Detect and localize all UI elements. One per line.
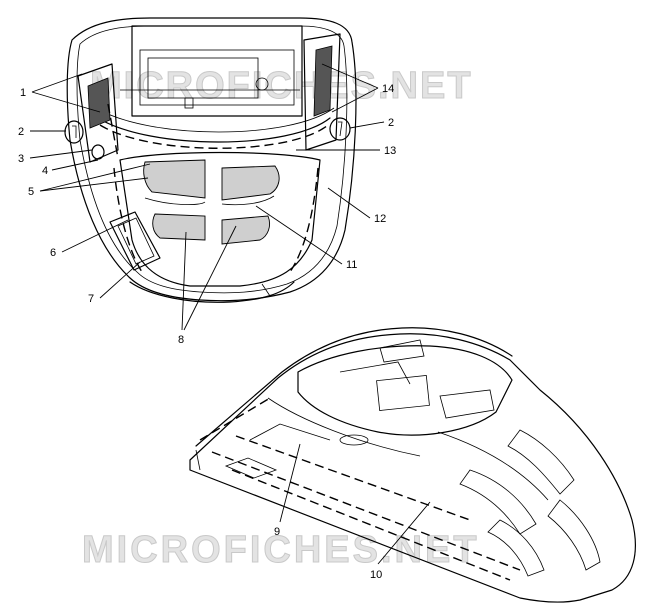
hood-front-view <box>64 17 357 303</box>
watermark-top: MICROFICHES.NET <box>90 65 473 107</box>
callout-11: 11 <box>346 259 357 271</box>
lower-right-vent-decal <box>221 215 271 245</box>
callout-6: 6 <box>50 247 56 259</box>
callout-4: 4 <box>42 165 48 177</box>
callout-14: 14 <box>382 83 394 95</box>
callout-12: 12 <box>374 213 386 225</box>
callout-9: 9 <box>274 526 280 538</box>
callout-7: 7 <box>88 293 94 305</box>
callout-8: 8 <box>178 334 184 346</box>
upper-left-vent-decal <box>143 159 206 199</box>
callout-5: 5 <box>28 186 34 198</box>
callout-1: 1 <box>20 87 26 99</box>
lower-left-vent-decal <box>152 213 206 241</box>
leader-lines <box>29 63 431 565</box>
hood-perspective-view <box>189 327 636 603</box>
callout-13: 13 <box>384 145 396 157</box>
callout-2-right: 2 <box>388 117 394 129</box>
callout-labels: 1 2 3 4 5 6 7 8 9 10 11 12 13 14 2 <box>18 83 396 581</box>
callout-3: 3 <box>18 153 24 165</box>
callout-2-left: 2 <box>18 126 24 138</box>
callout-10: 10 <box>370 569 382 581</box>
upper-right-vent-decal <box>221 165 280 201</box>
watermark-bottom: MICROFICHES.NET <box>82 529 480 571</box>
